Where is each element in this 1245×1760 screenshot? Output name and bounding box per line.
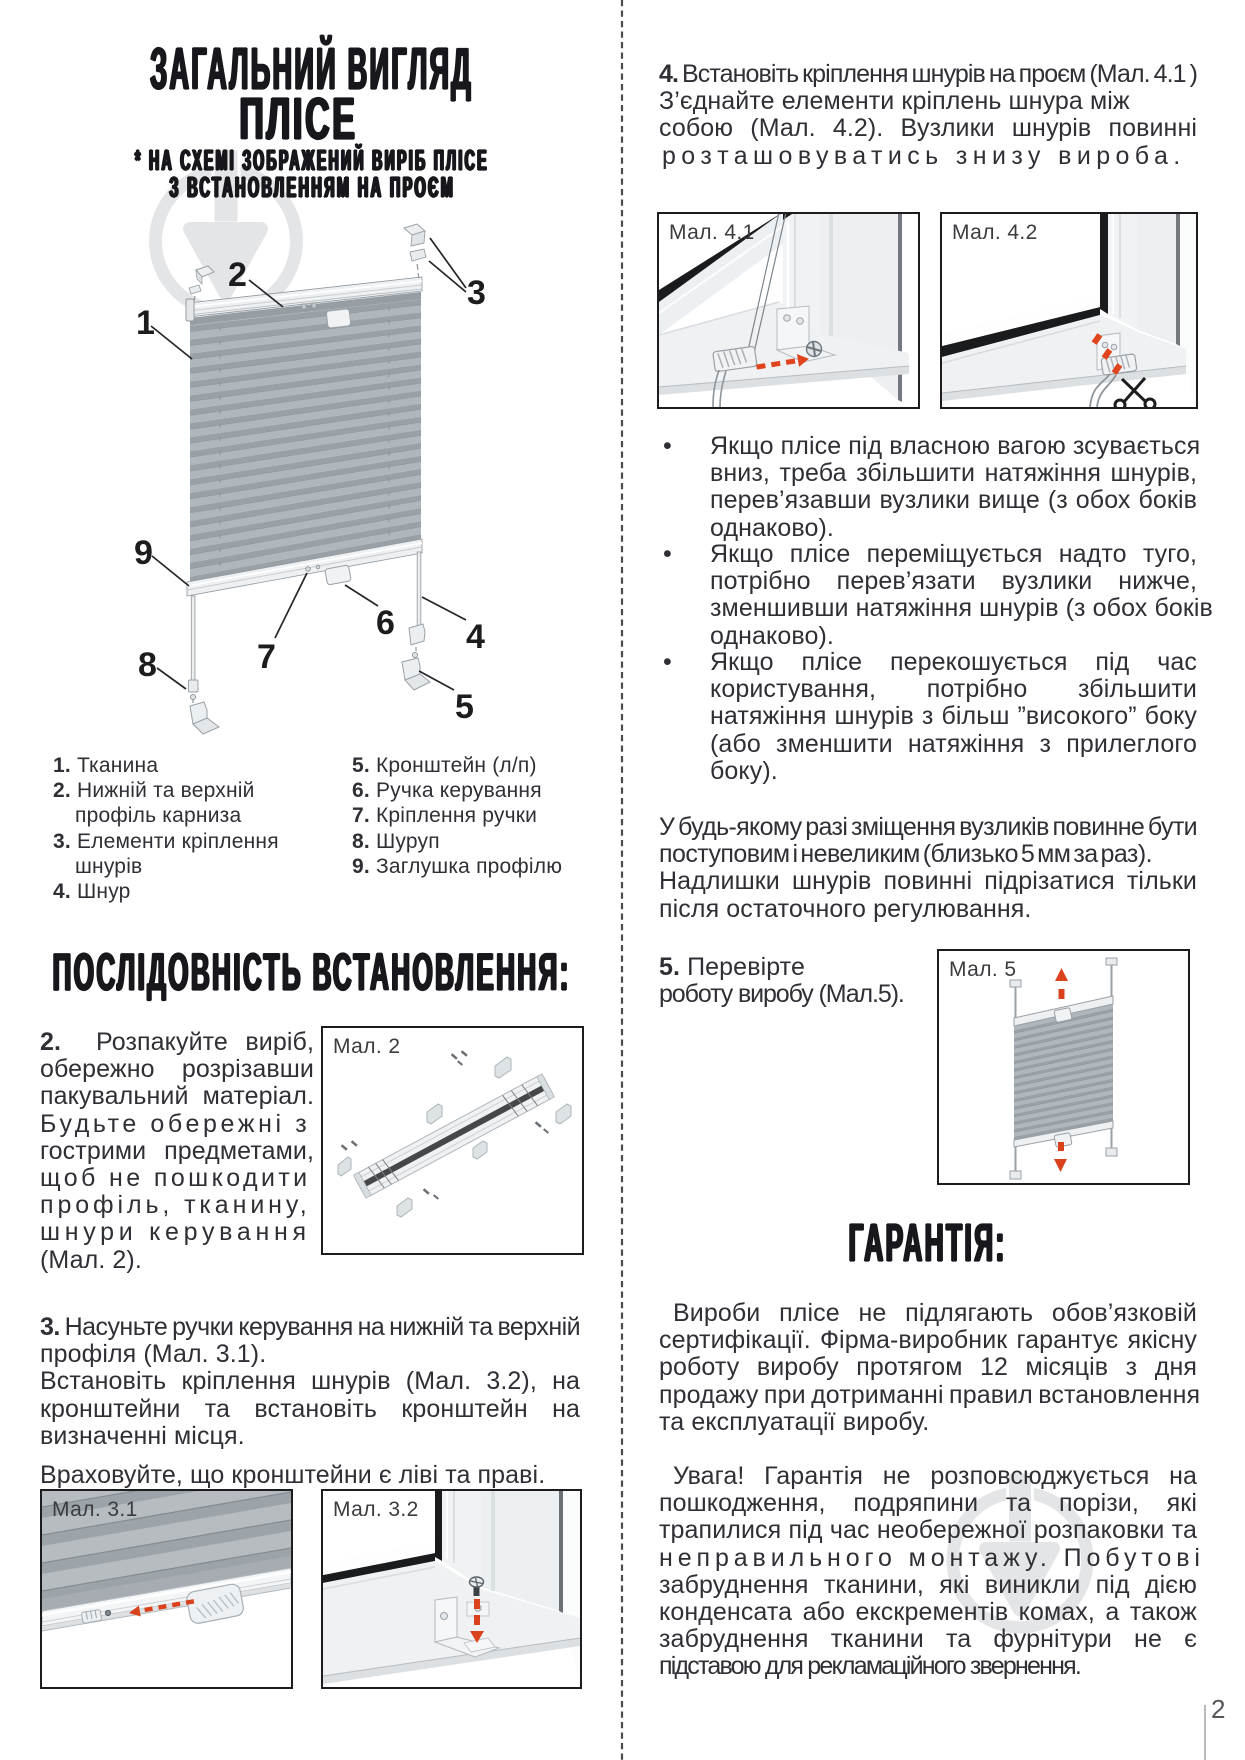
svg-text:6: 6 bbox=[376, 604, 395, 642]
svg-text:5: 5 bbox=[455, 688, 474, 726]
svg-text:1: 1 bbox=[136, 304, 155, 342]
svg-text:8: 8 bbox=[138, 646, 157, 684]
svg-text:3: 3 bbox=[467, 274, 486, 312]
svg-text:7: 7 bbox=[257, 638, 276, 676]
svg-text:4: 4 bbox=[466, 618, 485, 656]
svg-text:2: 2 bbox=[228, 256, 247, 294]
svg-text:9: 9 bbox=[134, 534, 153, 572]
